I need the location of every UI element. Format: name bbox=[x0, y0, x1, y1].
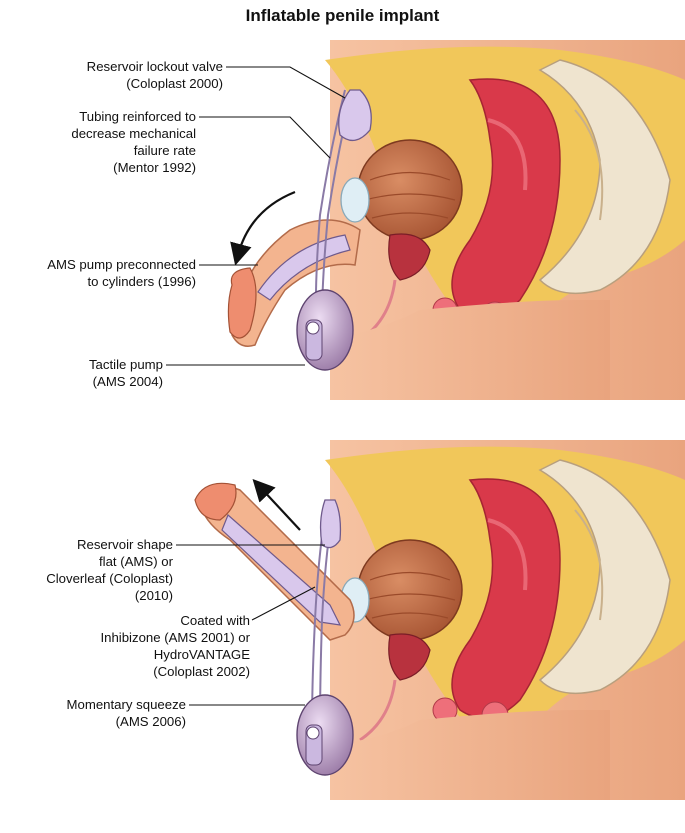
label-reservoir-lockout-valve: Reservoir lockout valve (Coloplast 2000) bbox=[86, 59, 223, 91]
label-coated-with: Coated with Inhibizone (AMS 2001) or Hyd… bbox=[100, 613, 250, 679]
figure-title: Inflatable penile implant bbox=[245, 6, 440, 25]
straight-arrow-up-icon bbox=[252, 478, 301, 531]
label-tubing-reinforced: Tubing reinforced to decrease mechanical… bbox=[71, 109, 196, 175]
curved-arrow-down-icon bbox=[230, 190, 296, 266]
label-reservoir-shape: Reservoir shape flat (AMS) or Cloverleaf… bbox=[46, 537, 173, 603]
top-anatomy-panel bbox=[166, 38, 685, 402]
label-ams-pump-preconnected: AMS pump preconnected to cylinders (1996… bbox=[47, 257, 196, 289]
bottom-anatomy-panel bbox=[176, 438, 685, 802]
label-tactile-pump: Tactile pump (AMS 2004) bbox=[88, 357, 163, 389]
label-momentary-squeeze: Momentary squeeze (AMS 2006) bbox=[66, 697, 186, 729]
